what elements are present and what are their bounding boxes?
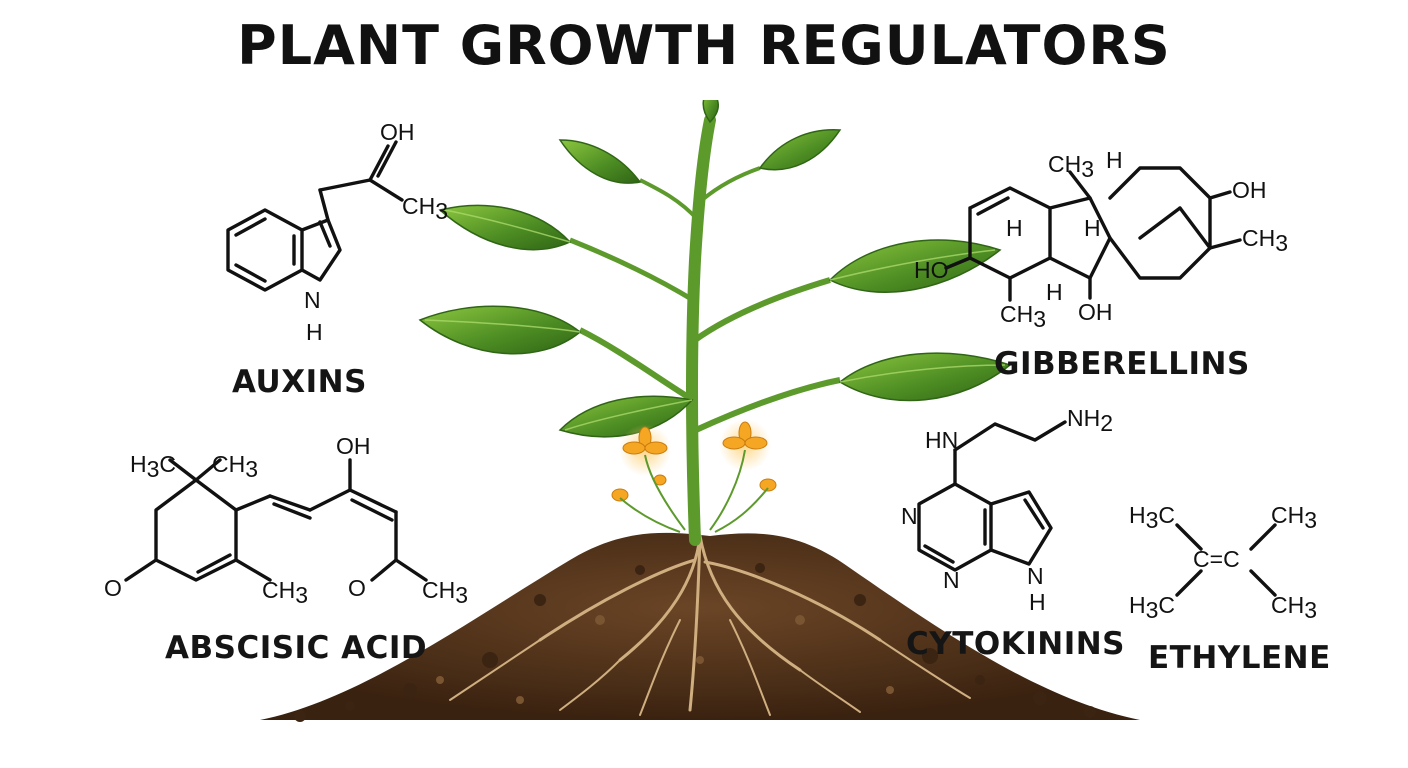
aba-o-right: O [348,575,366,601]
gib-ch3-right: CH3 [1242,225,1288,256]
abscisic-acid-structure: H3C CH3 OH O CH3 O CH3 [104,433,468,608]
label-auxins: AUXINS [232,364,367,400]
cyto-nh2: NH2 [1067,405,1113,436]
label-cytokinins: CYTOKININS [906,626,1126,662]
auxin-n: N [304,287,321,313]
roots [449,534,971,716]
leaves [418,100,1012,438]
aba-h3c: H3C [130,451,176,482]
gib-h-mid2: H [1084,215,1101,241]
eth-ch3-br: CH3 [1271,592,1317,623]
plant-illustration [260,100,1140,722]
eth-c-double-c: C=C [1193,546,1240,572]
soil-mound [260,532,1140,722]
gibberellin-structure: CH3 H OH CH3 HO H H H CH3 OH [914,147,1288,332]
aba-ch3-top: CH3 [212,451,258,482]
cyto-n2: N [943,567,960,593]
auxin-structure: OH CH3 N H [226,119,448,345]
aba-oh: OH [336,433,371,459]
auxin-ch3: CH3 [402,193,448,224]
label-abscisic-acid: ABSCISIC ACID [165,630,428,666]
cyto-n1: N [901,503,918,529]
cyto-h: H [1029,589,1046,615]
cyto-n3: N [1027,563,1044,589]
gib-h-mid1: H [1006,215,1023,241]
aba-ch3-end: CH3 [422,577,468,608]
aba-ch3-ring: CH3 [262,577,308,608]
eth-h3c-bl: H3C [1129,592,1175,623]
auxin-h: H [306,319,323,345]
aba-o-left: O [104,575,122,601]
flowers [611,419,777,533]
label-gibberellins: GIBBERELLINS [994,346,1250,382]
eth-ch3-tr: CH3 [1271,502,1317,533]
auxin-oh: OH [380,119,415,145]
gib-ho-left: HO [914,257,949,283]
gib-oh-right: OH [1232,177,1267,203]
eth-h3c-tl: H3C [1129,502,1175,533]
gib-oh-low: OH [1078,299,1113,325]
label-ethylene: ETHYLENE [1148,640,1331,676]
cyto-hn: HN [925,427,958,453]
gib-h-low: H [1046,279,1063,305]
cytokinin-structure: HN NH2 N N N H [901,405,1113,615]
gib-ch3-top: CH3 [1048,151,1094,182]
gib-h-top: H [1106,147,1123,173]
leaf-veins [424,209,1006,431]
gib-ch3-low: CH3 [1000,301,1046,332]
stem [569,114,841,546]
ethylene-structure: H3C CH3 H3C CH3 C=C [1129,502,1317,623]
page-title: PLANT GROWTH REGULATORS [237,14,1171,77]
